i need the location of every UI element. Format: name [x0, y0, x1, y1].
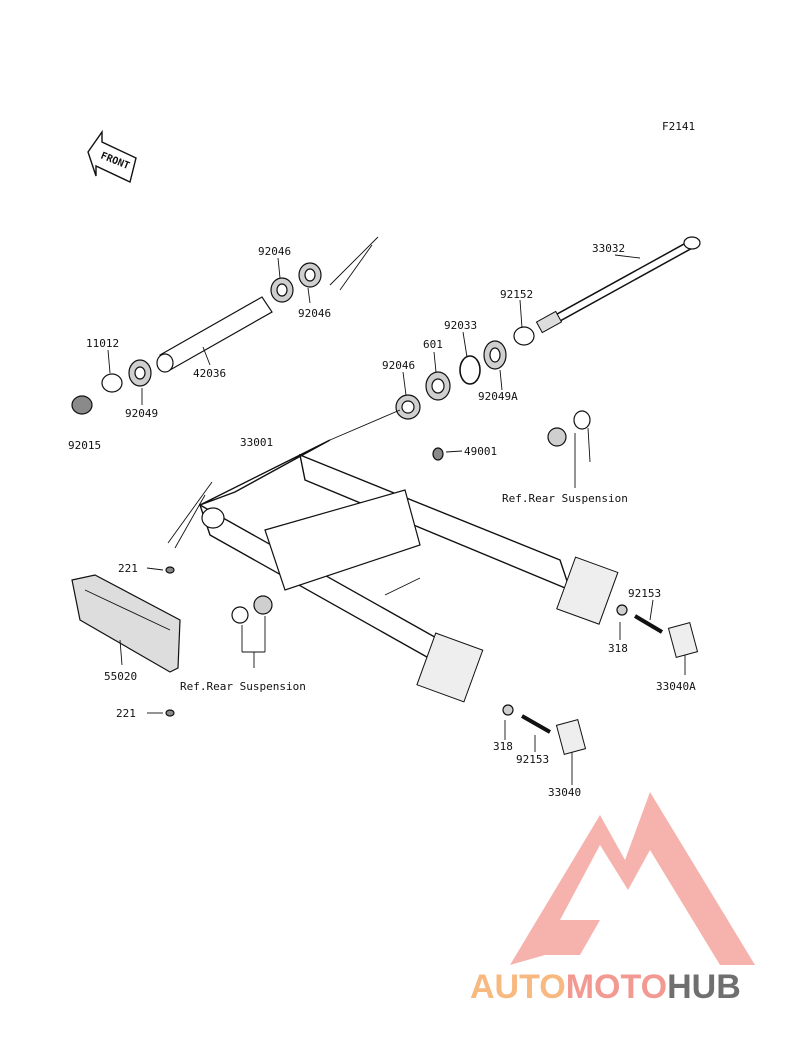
part-label: 92049: [125, 407, 158, 420]
lower-ref-collars: [231, 595, 273, 668]
upper-ref-collars: [547, 410, 591, 488]
front-arrow-icon: FRONT: [87, 129, 137, 183]
part-label: 33040: [548, 786, 581, 799]
part-label: 92153: [516, 753, 549, 766]
part-label: 92015: [68, 439, 101, 452]
part-label: 92049A: [478, 390, 518, 403]
part-label: 221: [118, 562, 138, 575]
pivot-shaft-33032: [535, 236, 701, 334]
screw-221-top: [165, 566, 175, 574]
watermark-text: AUTOMOTOHUB: [470, 968, 741, 1006]
ref-rear-suspension-upper: Ref.Rear Suspension: [502, 492, 628, 505]
ref-rear-suspension-lower: Ref.Rear Suspension: [180, 680, 306, 693]
part-label: 49001: [464, 445, 497, 458]
part-label: 601: [423, 338, 443, 351]
part-label: 92153: [628, 587, 661, 600]
plate-33040: [555, 719, 587, 755]
sleeve-42036: [156, 296, 273, 373]
bolt-92153-right: [633, 614, 664, 634]
part-label: 55020: [104, 670, 137, 683]
part-label: 92152: [500, 288, 533, 301]
part-label: 92046: [298, 307, 331, 320]
part-label: 92046: [258, 245, 291, 258]
part-label: 92033: [444, 319, 477, 332]
swingarm-33001: [198, 439, 619, 703]
watermark-hub: HUB: [667, 968, 741, 1006]
part-label: 33001: [240, 436, 273, 449]
watermark-moto: MOTO: [566, 968, 667, 1006]
nut-92015: [71, 395, 93, 415]
part-label: 318: [493, 740, 513, 753]
bolt-92153-bottom: [521, 714, 551, 734]
grease-nipple-49001: [432, 447, 444, 461]
screw-221-bottom: [165, 709, 175, 717]
washer-11012: [101, 373, 123, 393]
figure-code: F2141: [662, 120, 695, 133]
nut-318-bottom: [502, 704, 514, 716]
chain-guard-55020: [71, 574, 181, 673]
part-label: 318: [608, 642, 628, 655]
part-label: 92046: [382, 359, 415, 372]
plate-33040a: [667, 622, 699, 658]
watermark-auto: AUTO: [470, 968, 566, 1006]
part-label: 11012: [86, 337, 119, 350]
part-label: 221: [116, 707, 136, 720]
part-label: 33040A: [656, 680, 696, 693]
bearings-92046-top: [270, 262, 322, 303]
part-label: 33032: [592, 242, 625, 255]
circlip-92033: [459, 355, 481, 385]
nut-318-right: [616, 604, 628, 616]
collar-92152: [513, 326, 535, 346]
watermark-logo: [510, 792, 755, 965]
explode-lines: [167, 236, 379, 549]
part-label: 42036: [193, 367, 226, 380]
